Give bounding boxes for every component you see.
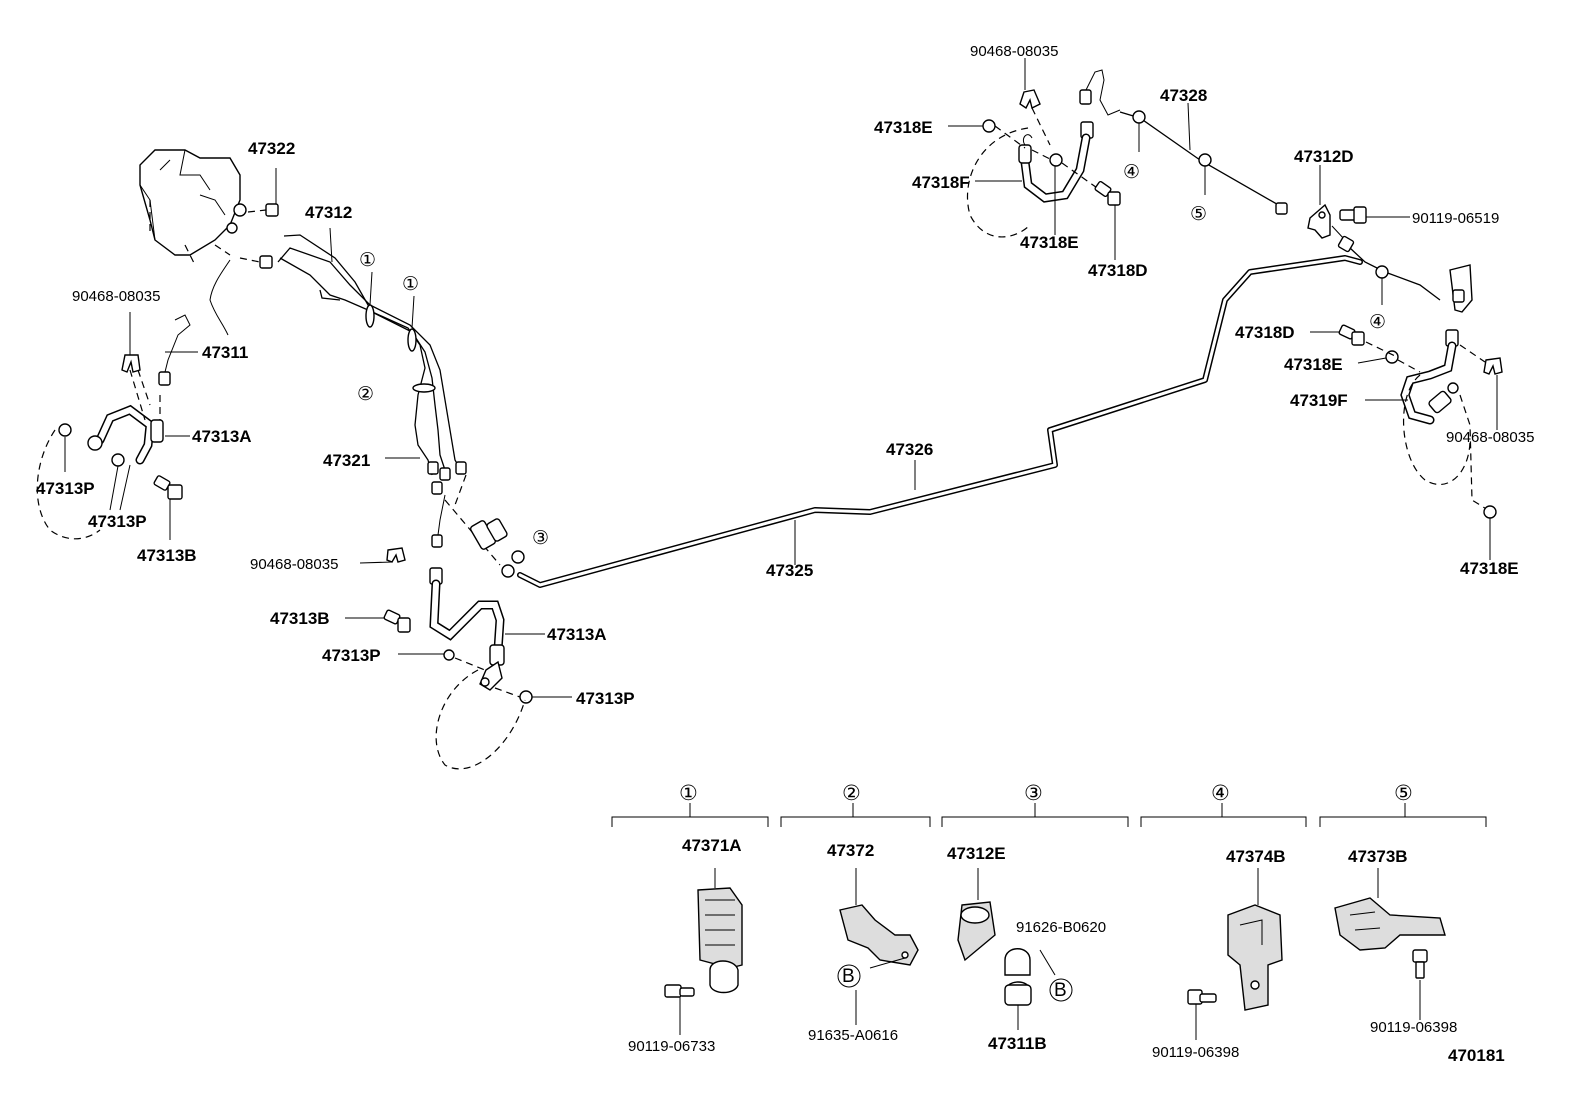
ref-marker-b: B: [842, 966, 855, 987]
part-label-90119-06398[interactable]: 90119-06398: [1370, 1019, 1457, 1036]
actuator-fittings: [239, 203, 279, 269]
part-label-47311B[interactable]: 47311B: [988, 1034, 1047, 1053]
part-label-47318E[interactable]: 47318E: [874, 118, 933, 137]
part-label-90119-06733[interactable]: 90119-06733: [628, 1038, 715, 1055]
part-label-47371A[interactable]: 47371A: [682, 836, 742, 855]
group-number-1[interactable]: ①: [679, 782, 698, 805]
part-label-47311[interactable]: 47311: [202, 343, 248, 362]
part-label-47374B[interactable]: 47374B: [1226, 847, 1286, 866]
front-brake-tubes: [277, 234, 501, 566]
part-label-47312E[interactable]: 47312E: [947, 844, 1006, 863]
part-label-47328[interactable]: 47328: [1160, 86, 1207, 105]
part-label-90119-06398[interactable]: 90119-06398: [1152, 1044, 1239, 1061]
part-label-90119-06519[interactable]: 90119-06519: [1412, 210, 1499, 227]
junction-block: [469, 518, 525, 578]
main-brake-pipe: [517, 255, 1363, 588]
rear-right-assembly: [1307, 203, 1503, 519]
leader-lines: [64, 58, 1498, 698]
part-label-47313P[interactable]: 47313P: [88, 512, 147, 531]
part-label-47313B[interactable]: 47313B: [137, 546, 197, 565]
right-front-hose: [383, 547, 533, 770]
part-label-47313A[interactable]: 47313A: [547, 625, 607, 644]
callout-4[interactable]: ④: [1123, 162, 1140, 183]
ref-marker-b: B: [1054, 980, 1067, 1001]
part-label-47318D[interactable]: 47318D: [1235, 323, 1295, 342]
part-label-47318F[interactable]: 47318F: [912, 173, 970, 192]
part-label-47313P[interactable]: 47313P: [322, 646, 381, 665]
part-label-47325[interactable]: 47325: [766, 561, 813, 580]
diagram-id: 470181: [1448, 1046, 1505, 1065]
part-label-47312[interactable]: 47312: [305, 203, 352, 222]
part-label-47313B[interactable]: 47313B: [270, 609, 330, 628]
part-label-90468-08035[interactable]: 90468-08035: [970, 43, 1058, 60]
left-front-hose: [36, 314, 191, 540]
clamp-groups: [611, 803, 1487, 1040]
callout-markers: ① ① ② ③ ④ ⑤ ④ B B ① ② ③ ④ ⑤: [357, 162, 1413, 1002]
part-label-47326[interactable]: 47326: [886, 440, 933, 459]
part-label-47318E[interactable]: 47318E: [1284, 355, 1343, 374]
rear-upper-assembly: [966, 69, 1288, 238]
part-label-91635-A0616[interactable]: 91635-A0616: [808, 1027, 898, 1044]
part-label-47322[interactable]: 47322: [248, 139, 295, 158]
part-label-47373B[interactable]: 47373B: [1348, 847, 1408, 866]
callout-2[interactable]: ②: [357, 384, 374, 405]
callout-1[interactable]: ①: [402, 274, 419, 295]
part-label-47321[interactable]: 47321: [323, 451, 370, 470]
callout-1[interactable]: ①: [359, 250, 376, 271]
group-number-3[interactable]: ③: [1024, 782, 1043, 805]
group-number-4[interactable]: ④: [1211, 782, 1230, 805]
part-label-90468-08035[interactable]: 90468-08035: [250, 556, 338, 573]
part-label-47318D[interactable]: 47318D: [1088, 261, 1148, 280]
group-number-2[interactable]: ②: [842, 782, 861, 805]
part-labels: 47322 47312 90468-08035 47311 47313A 473…: [36, 43, 1534, 1065]
callout-3[interactable]: ③: [532, 528, 549, 549]
group-number-5[interactable]: ⑤: [1394, 782, 1413, 805]
actuator-assembly: [139, 149, 247, 336]
part-label-47319F[interactable]: 47319F: [1290, 391, 1348, 410]
callout-4[interactable]: ④: [1369, 312, 1386, 333]
part-label-47313A[interactable]: 47313A: [192, 427, 252, 446]
part-label-90468-08035[interactable]: 90468-08035: [72, 288, 160, 305]
part-label-47318E[interactable]: 47318E: [1460, 559, 1519, 578]
part-label-90468-08035[interactable]: 90468-08035: [1446, 429, 1534, 446]
part-label-47313P[interactable]: 47313P: [36, 479, 95, 498]
part-label-91626-B0620[interactable]: 91626-B0620: [1016, 919, 1106, 936]
part-label-47372[interactable]: 47372: [827, 841, 874, 860]
part-label-47318E[interactable]: 47318E: [1020, 233, 1079, 252]
callout-5[interactable]: ⑤: [1190, 204, 1207, 225]
part-label-47312D[interactable]: 47312D: [1294, 147, 1354, 166]
part-label-47313P[interactable]: 47313P: [576, 689, 635, 708]
